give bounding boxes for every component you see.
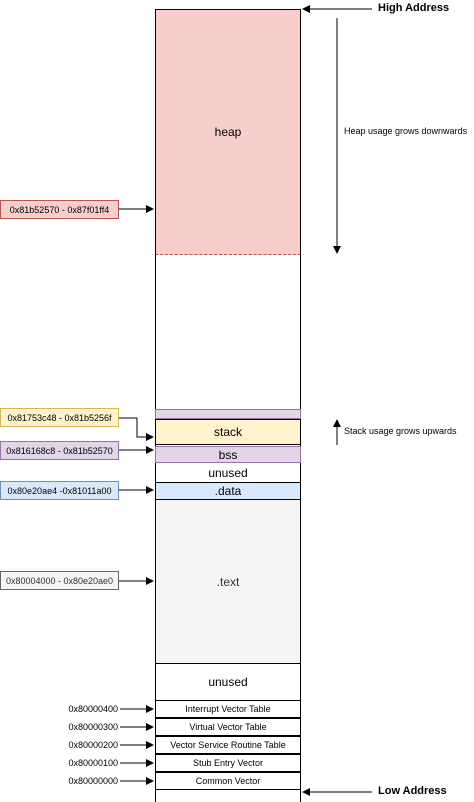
bss-range: 0x816168c8 - 0x81b52570 [6, 445, 113, 456]
stack-top-strip [155, 409, 301, 419]
table-address: 0x80000000 [68, 776, 118, 786]
stack-range-box: 0x81753c48 - 0x81b5256f [0, 408, 119, 427]
stack-range-arrow [119, 417, 154, 441]
text-range-box: 0x80004000 - 0x80e20ae0 [0, 571, 119, 590]
stack-label: stack [213, 425, 242, 439]
text-label: .text [216, 574, 240, 589]
table-name: Stub Entry Vector [192, 758, 264, 768]
bss-label: bss [218, 447, 238, 462]
table-name: Interrupt Vector Table [185, 704, 271, 714]
table-name: Virtual Vector Table [189, 722, 267, 732]
data-range: 0x80e20ae4 -0x81011a00 [7, 485, 112, 496]
table-address: 0x80000400 [68, 704, 118, 714]
table-interrupt-vector: Interrupt Vector Table [155, 700, 301, 718]
table-common-vector: Common Vector [155, 772, 301, 790]
table-name: Vector Service Routine Table [170, 740, 286, 750]
table-address: 0x80000300 [68, 722, 118, 732]
bss-segment: bss [155, 446, 301, 463]
stack-segment: stack [155, 419, 301, 445]
unused-top-label: unused [208, 465, 248, 480]
heap-segment: heap [155, 9, 301, 255]
table-name: Common Vector [195, 776, 261, 786]
data-label: .data [214, 484, 242, 498]
free-space [155, 255, 301, 409]
heap-range: 0x81b52570 - 0x87f01ff4 [9, 204, 110, 215]
table-vector-service-routine: Vector Service Routine Table [155, 736, 301, 754]
table-address: 0x80000100 [68, 758, 118, 768]
low-address-label: Low Address [378, 785, 447, 797]
data-range-box: 0x80e20ae4 -0x81011a00 [0, 481, 119, 500]
stack-growth-note: Stack usage grows upwards [344, 426, 457, 436]
heap-growth-note: Heap usage grows downwards [344, 126, 468, 136]
high-address-label: High Address [378, 2, 450, 14]
unused-bottom-label: unused [208, 675, 248, 689]
unused-top-segment: unused [155, 463, 301, 482]
table-stub-entry-vector: Stub Entry Vector [155, 754, 301, 772]
table-address: 0x80000200 [68, 740, 118, 750]
heap-range-box: 0x81b52570 - 0x87f01ff4 [0, 200, 119, 219]
text-range: 0x80004000 - 0x80e20ae0 [5, 575, 114, 586]
table-virtual-vector: Virtual Vector Table [155, 718, 301, 736]
heap-label: heap [214, 125, 242, 139]
text-segment: .text [155, 500, 301, 664]
bss-range-box: 0x816168c8 - 0x81b52570 [0, 441, 119, 460]
unused-bottom-segment: unused [155, 664, 301, 700]
stack-range: 0x81753c48 - 0x81b5256f [7, 412, 112, 423]
data-segment: .data [155, 482, 301, 500]
